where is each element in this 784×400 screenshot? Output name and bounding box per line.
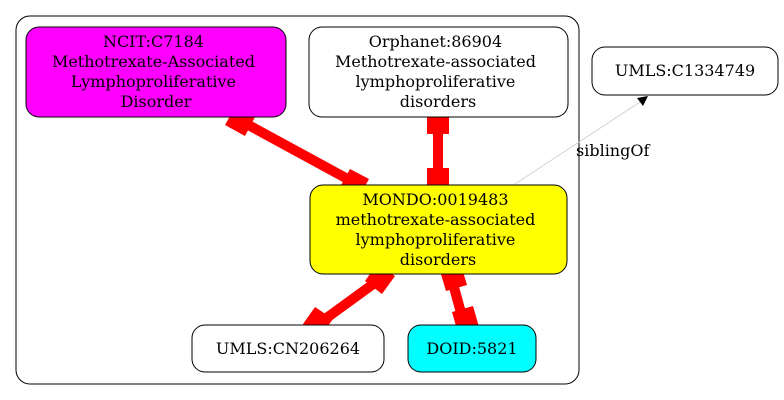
- node-umls-c[interactable]: UMLS:C1334749: [591, 46, 779, 96]
- node-box: [308, 26, 569, 118]
- node-box: [407, 324, 537, 373]
- mapping-edge-mondo-doid: [440, 265, 479, 333]
- sibling-arrowhead-icon: [637, 96, 648, 106]
- node-label: Orphanet:86904 Methotrexate-associated l…: [335, 32, 541, 111]
- node-doid[interactable]: DOID:5821: [407, 324, 537, 373]
- node-label: MONDO:0019483 methotrexate-associated ly…: [336, 190, 541, 269]
- node-label: UMLS:CN206264: [216, 339, 360, 358]
- sibling-edge-label: siblingOf: [576, 141, 650, 160]
- mapping-edge-ncit-mondo: [225, 107, 369, 197]
- sibling-edge-line: [511, 101, 641, 187]
- node-label: UMLS:C1334749: [615, 61, 755, 80]
- node-ncit[interactable]: NCIT:C7184 Methotrexate-Associated Lymph…: [25, 26, 287, 118]
- node-umls-cn[interactable]: UMLS:CN206264: [191, 324, 385, 373]
- node-mondo[interactable]: MONDO:0019483 methotrexate-associated ly…: [309, 184, 568, 275]
- node-box: [25, 26, 287, 118]
- mapping-edge-line: [318, 277, 379, 327]
- mapping-edge-orphanet-mondo: [427, 112, 449, 190]
- mapping-cluster: [15, 15, 580, 385]
- node-label: DOID:5821: [426, 339, 517, 358]
- node-box: [309, 184, 568, 275]
- node-box: [191, 324, 385, 373]
- node-orphanet[interactable]: Orphanet:86904 Methotrexate-associated l…: [308, 26, 569, 118]
- node-box: [591, 46, 779, 96]
- node-label: NCIT:C7184 Methotrexate-Associated Lymph…: [52, 32, 260, 111]
- mapping-edge-line: [238, 116, 358, 188]
